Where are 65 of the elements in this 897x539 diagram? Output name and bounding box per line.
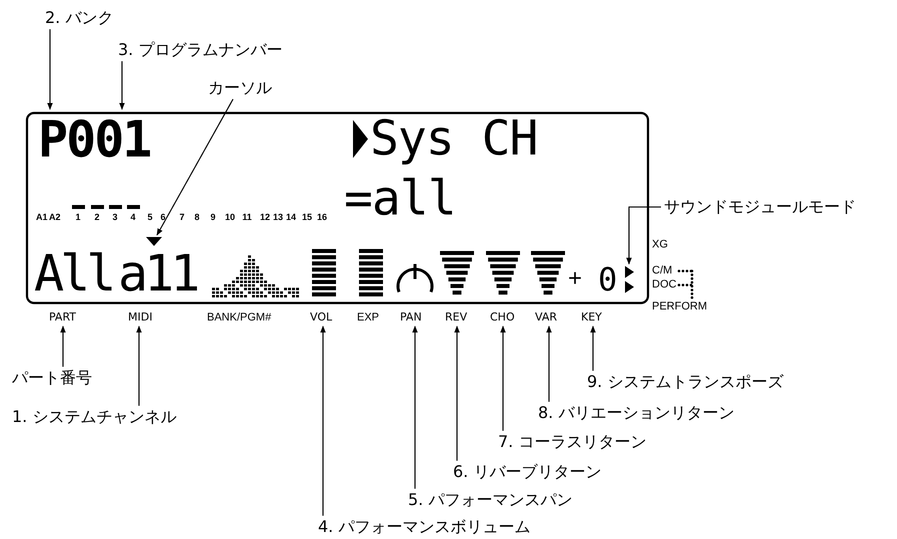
callout-label: 8. バリエーションリターン [538,404,734,422]
segment-label: PAN [400,312,422,324]
channel-number: 5 [148,212,152,222]
segment-label: VAR [535,312,557,324]
callout-label: 6. リバーブリターン [453,462,602,482]
callout-label: 9. システムトランスポーズ [587,372,784,392]
segment-label: VOL [310,312,332,324]
segment-label: PART [49,312,76,324]
channel-number: 1 [76,212,80,222]
leader-arrow [546,326,552,402]
callout-label: 2. バンク [45,8,114,28]
callout-label: 4. パフォーマンスボリューム [318,518,530,536]
lcd-digit: 0 [598,262,616,298]
channel-number: 6 [160,212,166,222]
leader-arrow [47,29,53,110]
mode-label: C/M [652,264,672,278]
mode-label: PERFORM [652,300,707,314]
plus-sign: + [568,265,582,293]
segment-label: CHO [490,312,515,324]
mode-label: XG [652,238,668,252]
channel-number: 14 [286,212,296,222]
channel-number: 12 [260,212,270,222]
channel-number: 10 [225,212,235,222]
leader-arrow [60,326,66,367]
channel-number: 3 [112,212,118,222]
channel-number: 4 [130,212,136,222]
channel-number: A2 [49,212,61,222]
leader-arrow [626,206,661,265]
leader-arrow [136,326,142,406]
leader-arrow [119,61,125,110]
lcd-text: a11 [118,245,196,303]
channel-number: 7 [180,212,184,222]
channel-number: 8 [194,212,200,222]
callout-label: 1. システムチャンネル [12,408,176,426]
channel-number: 9 [210,212,216,222]
lcd-text: Sys CH [370,111,538,167]
mode-indicator-triangle [625,266,634,278]
leader-arrow [590,326,596,371]
lcd-text: P001 [38,111,150,169]
leader-arrow [500,326,506,431]
segment-label: MIDI [128,312,152,324]
mode-label: DOC [652,278,676,292]
cursor-triangle [146,237,162,246]
leader-arrow [156,98,234,236]
lcd-text: All [34,245,112,303]
callout-label: 5. パフォーマンスパン [408,490,572,510]
channel-number: 13 [273,212,283,222]
callout-label: サウンドモジュールモード [664,198,856,216]
segment-label: EXP [357,312,380,324]
callout-label: パート番号 [12,368,92,388]
lcd-text: =all [344,171,456,227]
channel-number: 2 [94,212,100,222]
channel-number: A1 [36,212,48,222]
channel-number: 11 [242,212,252,222]
callout-label: 7. コーラスリターン [498,432,646,452]
callout-label: 3. プログラムナンバー [118,40,282,60]
channel-number: 15 [302,212,312,222]
segment-label: REV [445,312,468,324]
callout-label: カーソル [208,78,272,98]
segment-label: BANK/PGM# [207,312,272,324]
leader-arrow [412,326,418,489]
segment-label: KEY [581,312,602,324]
leader-arrow [454,326,460,461]
channel-number: 16 [317,212,327,222]
leader-arrow [320,326,326,516]
